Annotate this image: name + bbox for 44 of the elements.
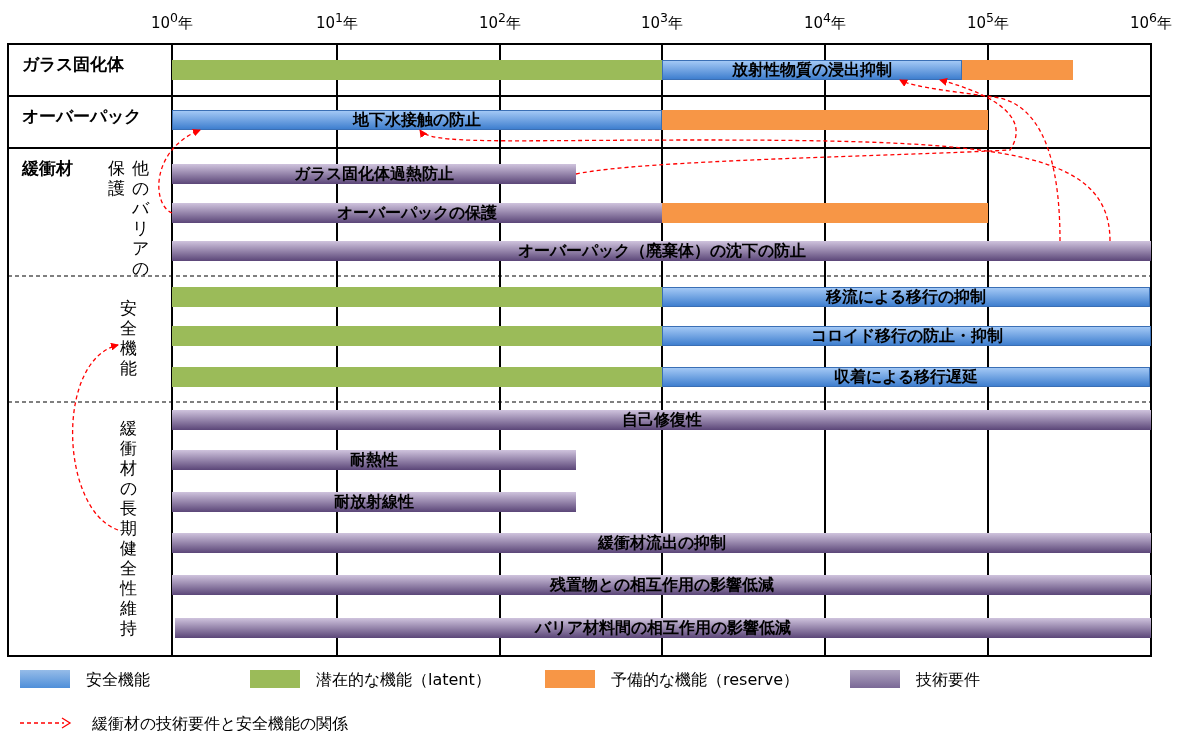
- row-header: 緩衝材: [22, 157, 73, 180]
- legend-label: 潜在的な機能（latent）: [316, 670, 491, 691]
- legend-label: 緩衝材の技術要件と安全機能の関係: [92, 714, 348, 731]
- timeline-bar: 耐放射線性: [172, 492, 576, 512]
- timeline-bar: 耐熱性: [172, 450, 576, 470]
- legend-label: 安全機能: [86, 670, 150, 691]
- vertical-label: 緩衝材の長期健全性維持: [118, 418, 138, 644]
- legend-label: 予備的な機能（reserve）: [611, 670, 800, 691]
- timeline-bar: ガラス固化体過熱防止: [172, 164, 576, 184]
- dashed-arrow: [419, 129, 1111, 242]
- dashed-arrow: [575, 78, 1017, 175]
- timeline-bar: 緩衝材流出の抑制: [172, 533, 1151, 553]
- timeline-bar: [172, 367, 662, 387]
- timeline-bar: 移流による移行の抑制: [662, 287, 1150, 307]
- vertical-label: 安全機能: [118, 298, 138, 382]
- axis-tick-label: 10$^{1}$年: [314, 10, 359, 33]
- timeline-bar: 放射性物質の浸出抑制: [662, 60, 962, 80]
- dashed-arrow: [158, 129, 201, 214]
- timeline-bar: バリア材料間の相互作用の影響低減: [175, 618, 1151, 638]
- timeline-bar: 地下水接触の防止: [172, 110, 662, 130]
- axis-tick-label: 10$^{6}$年: [1128, 10, 1173, 33]
- timeline-bar: [172, 326, 662, 346]
- axis-tick-label: 10$^{0}$年: [149, 10, 194, 33]
- row-header: オーバーパック: [22, 105, 141, 128]
- legend-label: 技術要件: [916, 670, 980, 691]
- timeline-bar: 残置物との相互作用の影響低減: [172, 575, 1151, 595]
- axis-tick-label: 10$^{4}$年: [802, 10, 847, 33]
- timeline-bar: オーバーパックの保護: [172, 203, 662, 223]
- timeline-bar: [662, 110, 988, 130]
- row-header: ガラス固化体: [22, 53, 124, 76]
- timeline-bar: [962, 60, 1073, 80]
- timeline-bar: 自己修復性: [172, 410, 1151, 430]
- timeline-bar: 収着による移行遅延: [662, 367, 1150, 387]
- axis-tick-label: 10$^{2}$年: [477, 10, 522, 33]
- timeline-bar: [662, 203, 988, 223]
- timeline-bar: コロイド移行の防止・抑制: [662, 326, 1151, 346]
- dashed-arrow: [71, 344, 119, 531]
- axis-tick-label: 10$^{3}$年: [639, 10, 684, 33]
- axis-tick-label: 10$^{5}$年: [965, 10, 1010, 33]
- timeline-bar: [172, 287, 662, 307]
- vertical-label: 他のバリアの保護: [106, 158, 150, 278]
- timeline-bar: [172, 60, 662, 80]
- dashed-arrow: [899, 79, 1061, 242]
- timeline-bar: オーバーパック（廃棄体）の沈下の防止: [172, 241, 1151, 261]
